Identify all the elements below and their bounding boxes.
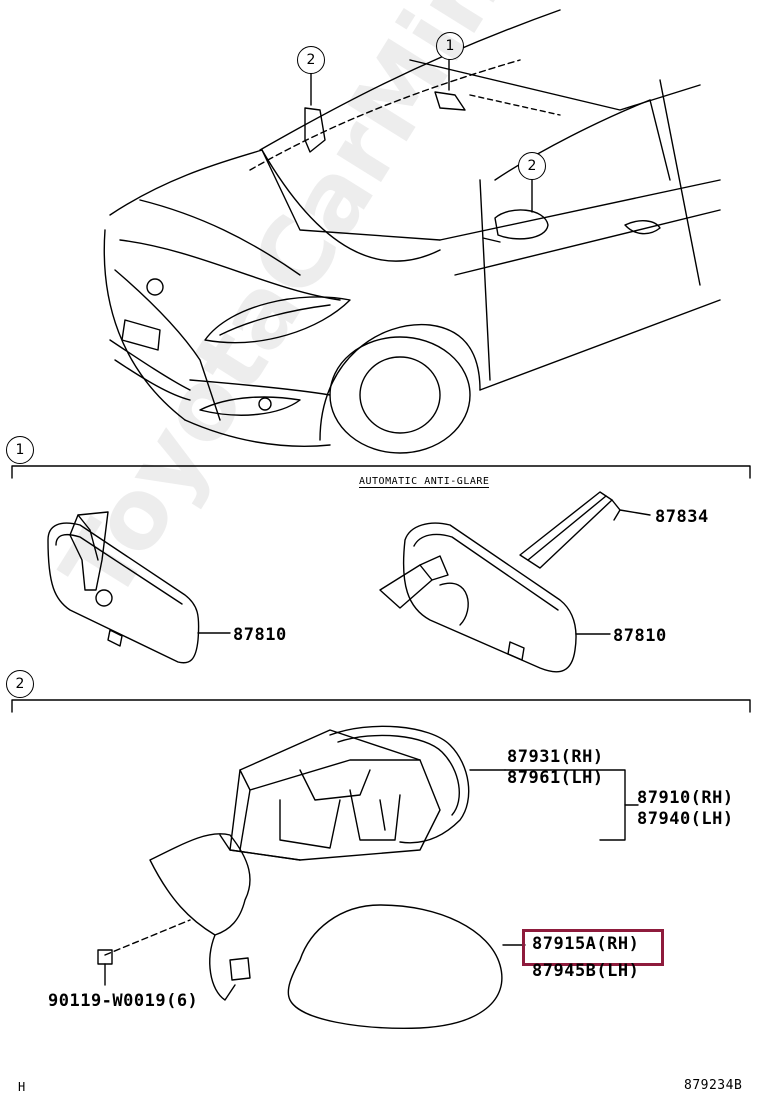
label-87915A: 87915A(RH) [532, 934, 640, 954]
section1-header: 1 [6, 436, 34, 464]
footer-left-mark: H [18, 1080, 26, 1094]
outer-mirror-assembly [97, 725, 639, 1029]
inner-mirror-auto-antiglare [379, 491, 651, 673]
car-illustration [103, 9, 721, 454]
callout-outer-mirror-right: 2 [518, 152, 546, 180]
label-87961: 87961(LH) [507, 768, 604, 788]
label-87931: 87931(RH) [507, 747, 604, 767]
highlight-87915A [522, 929, 664, 966]
footer-diagram-id: 879234B [684, 1078, 743, 1093]
callout-rearview-mirror: 1 [436, 32, 464, 60]
sub-caption-auto-antiglare: AUTOMATIC ANTI-GLARE [359, 476, 490, 488]
label-87810-left: 87810 [233, 625, 287, 645]
inner-mirror-standard [47, 511, 231, 664]
callout-outer-mirror-left: 2 [297, 46, 325, 74]
label-90119: 90119-W0019(6) [48, 991, 199, 1011]
section1-frame [11, 465, 751, 479]
label-87945B: 87945B(LH) [532, 961, 640, 981]
label-87834: 87834 [655, 507, 709, 527]
section2-frame [11, 699, 751, 713]
label-87810-right: 87810 [613, 626, 667, 646]
label-87940: 87940(LH) [637, 809, 734, 829]
label-87910: 87910(RH) [637, 788, 734, 808]
section2-header: 2 [6, 670, 34, 698]
